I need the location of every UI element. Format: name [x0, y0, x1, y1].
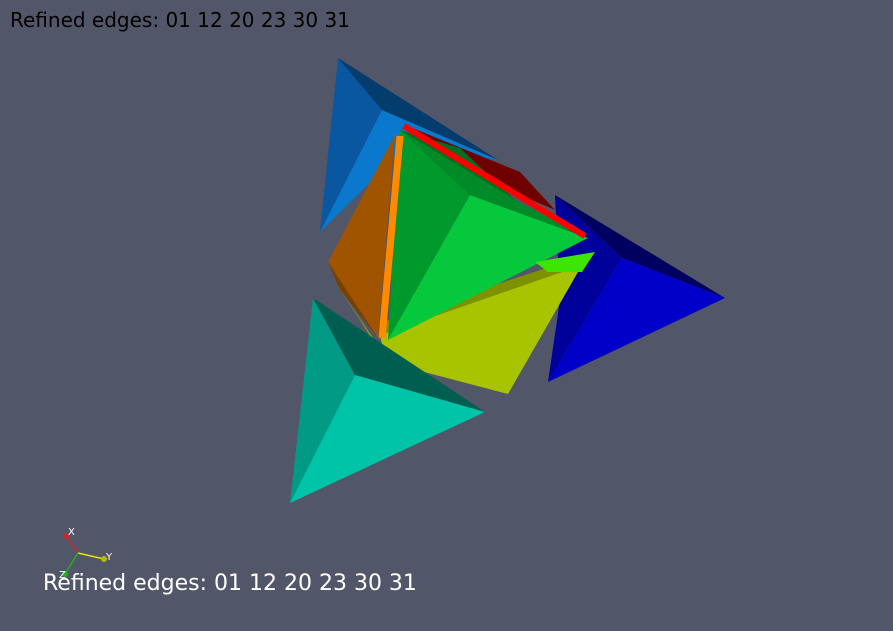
x-axis-line: [65, 535, 79, 554]
tetrahedron-dark-blue: [548, 195, 725, 382]
tetrahedron-teal: [290, 298, 485, 503]
x-axis-tip: [63, 533, 69, 539]
y-axis-label: Y: [105, 552, 113, 563]
y-axis-tip: [101, 556, 107, 562]
tetrahedron-green: [388, 130, 595, 340]
z-axis-label: Z: [59, 570, 66, 581]
y-axis-line: [77, 552, 105, 560]
caption-top: Refined edges: 01 12 20 23 30 31: [10, 8, 350, 32]
caption-bottom: Refined edges: 01 12 20 23 30 31: [43, 571, 417, 596]
refined-edges: [378, 123, 587, 339]
orientation-axes-widget: X Y Z: [59, 527, 113, 581]
z-axis-tip: [62, 571, 68, 577]
tetrahedron-orange: [328, 135, 395, 338]
z-axis-line: [64, 552, 79, 575]
x-axis-label: X: [68, 527, 75, 538]
